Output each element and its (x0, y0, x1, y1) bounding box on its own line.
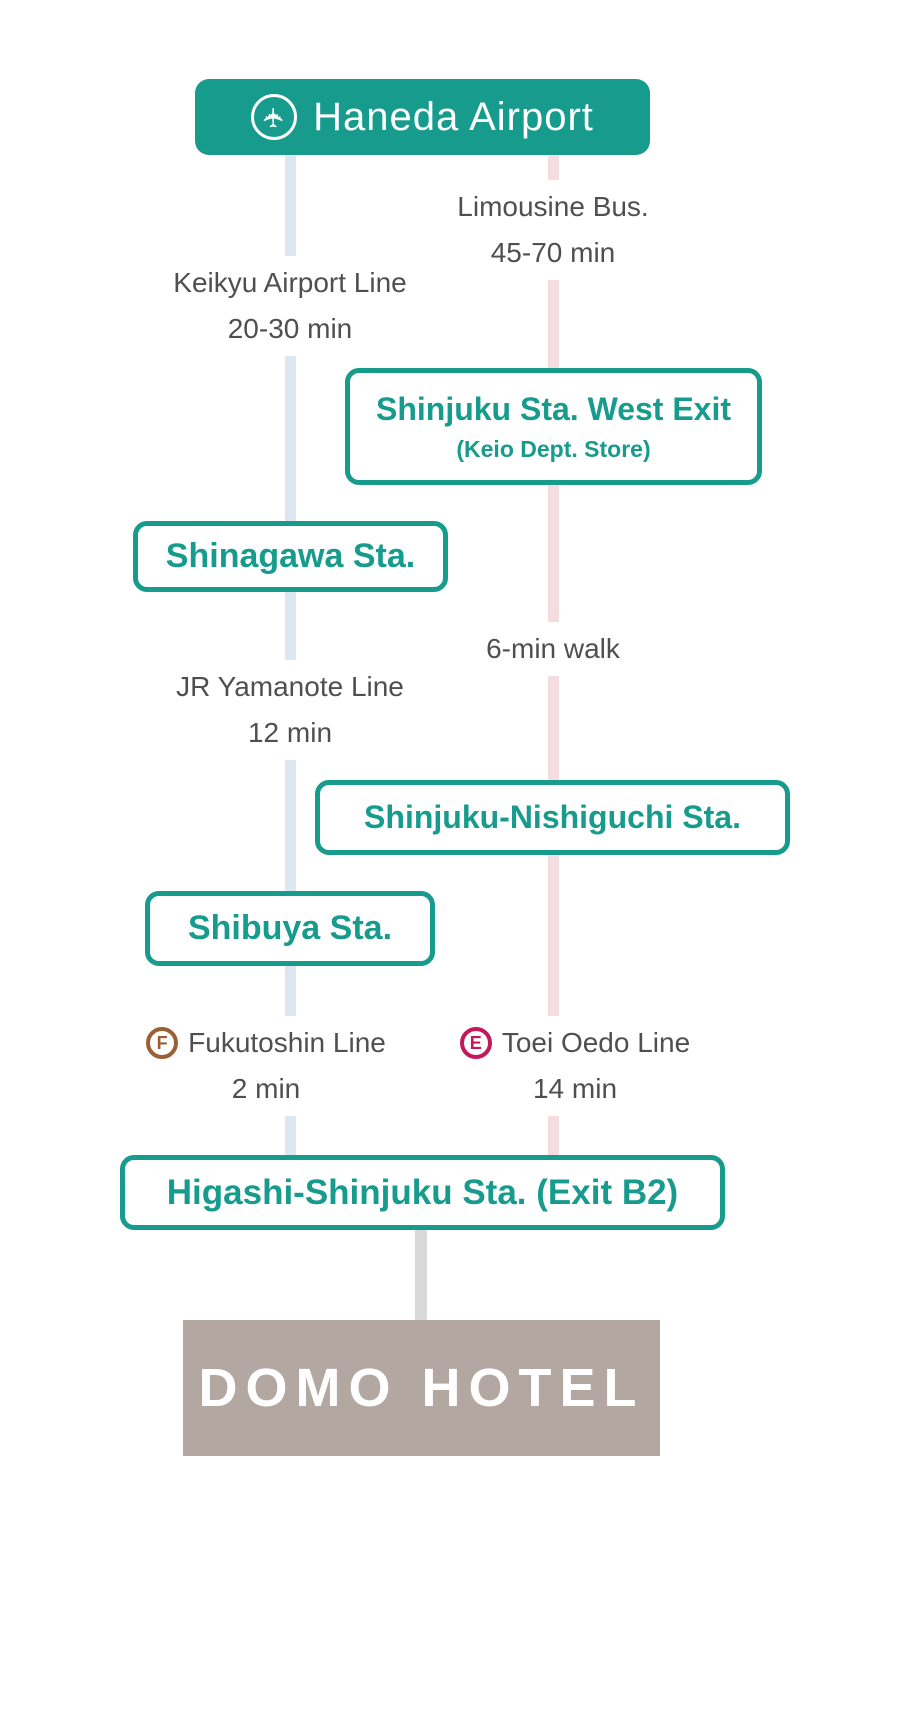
header-title: Haneda Airport (313, 94, 594, 139)
station-name: Higashi-Shinjuku Sta. (Exit B2) (166, 1172, 679, 1212)
yamanote-line-duration: 12 min (247, 717, 333, 748)
fukutoshin-line-name: Fukutoshin Line (188, 1027, 386, 1058)
station-name: Shinagawa Sta. (165, 537, 416, 575)
oedo-line-name: Toei Oedo Line (501, 1027, 691, 1058)
oedo-line-label: E Toei Oedo Line 14 min (420, 1016, 730, 1116)
station-shibuya: Shibuya Sta. (145, 891, 435, 966)
domo-hotel-box: DOMO HOTEL (183, 1320, 660, 1456)
yamanote-line-label: JR Yamanote Line 12 min (130, 660, 450, 760)
limousine-bus-duration: 45-70 min (490, 237, 616, 268)
oedo-line-icon: E (459, 1027, 492, 1059)
hotel-connector-line (415, 1226, 427, 1328)
keikyu-line-duration: 20-30 min (227, 313, 353, 344)
limousine-bus-name: Limousine Bus. (457, 191, 649, 222)
airplane-icon: ✈ (251, 94, 298, 140)
yamanote-line-name: JR Yamanote Line (176, 671, 404, 702)
oedo-line-duration: 14 min (532, 1073, 618, 1104)
keikyu-line-name: Keikyu Airport Line (173, 267, 407, 298)
station-name: Shinjuku Sta. West Exit (375, 390, 732, 427)
station-shinagawa: Shinagawa Sta. (133, 521, 448, 592)
station-shinjuku-nishiguchi: Shinjuku-Nishiguchi Sta. (315, 780, 790, 855)
station-name: Shinjuku-Nishiguchi Sta. (364, 799, 741, 835)
limousine-bus-label: Limousine Bus. 45-70 min (403, 180, 703, 280)
station-note: (Keio Dept. Store) (456, 435, 651, 462)
station-shinjuku-west-exit: Shinjuku Sta. West Exit (Keio Dept. Stor… (345, 368, 762, 485)
walk-label: 6-min walk (428, 622, 678, 676)
keikyu-line-label: Keikyu Airport Line 20-30 min (125, 256, 455, 356)
station-higashi-shinjuku: Higashi-Shinjuku Sta. (Exit B2) (120, 1155, 725, 1230)
fukutoshin-line-label: F Fukutoshin Line 2 min (108, 1016, 424, 1116)
fukutoshin-line-duration: 2 min (231, 1073, 301, 1104)
haneda-airport-header: ✈ Haneda Airport (195, 79, 650, 155)
walk-duration: 6-min walk (486, 633, 620, 664)
station-name: Shibuya Sta. (187, 909, 393, 947)
hotel-name: DOMO HOTEL (198, 1358, 645, 1418)
fukutoshin-line-icon: F (146, 1027, 179, 1059)
